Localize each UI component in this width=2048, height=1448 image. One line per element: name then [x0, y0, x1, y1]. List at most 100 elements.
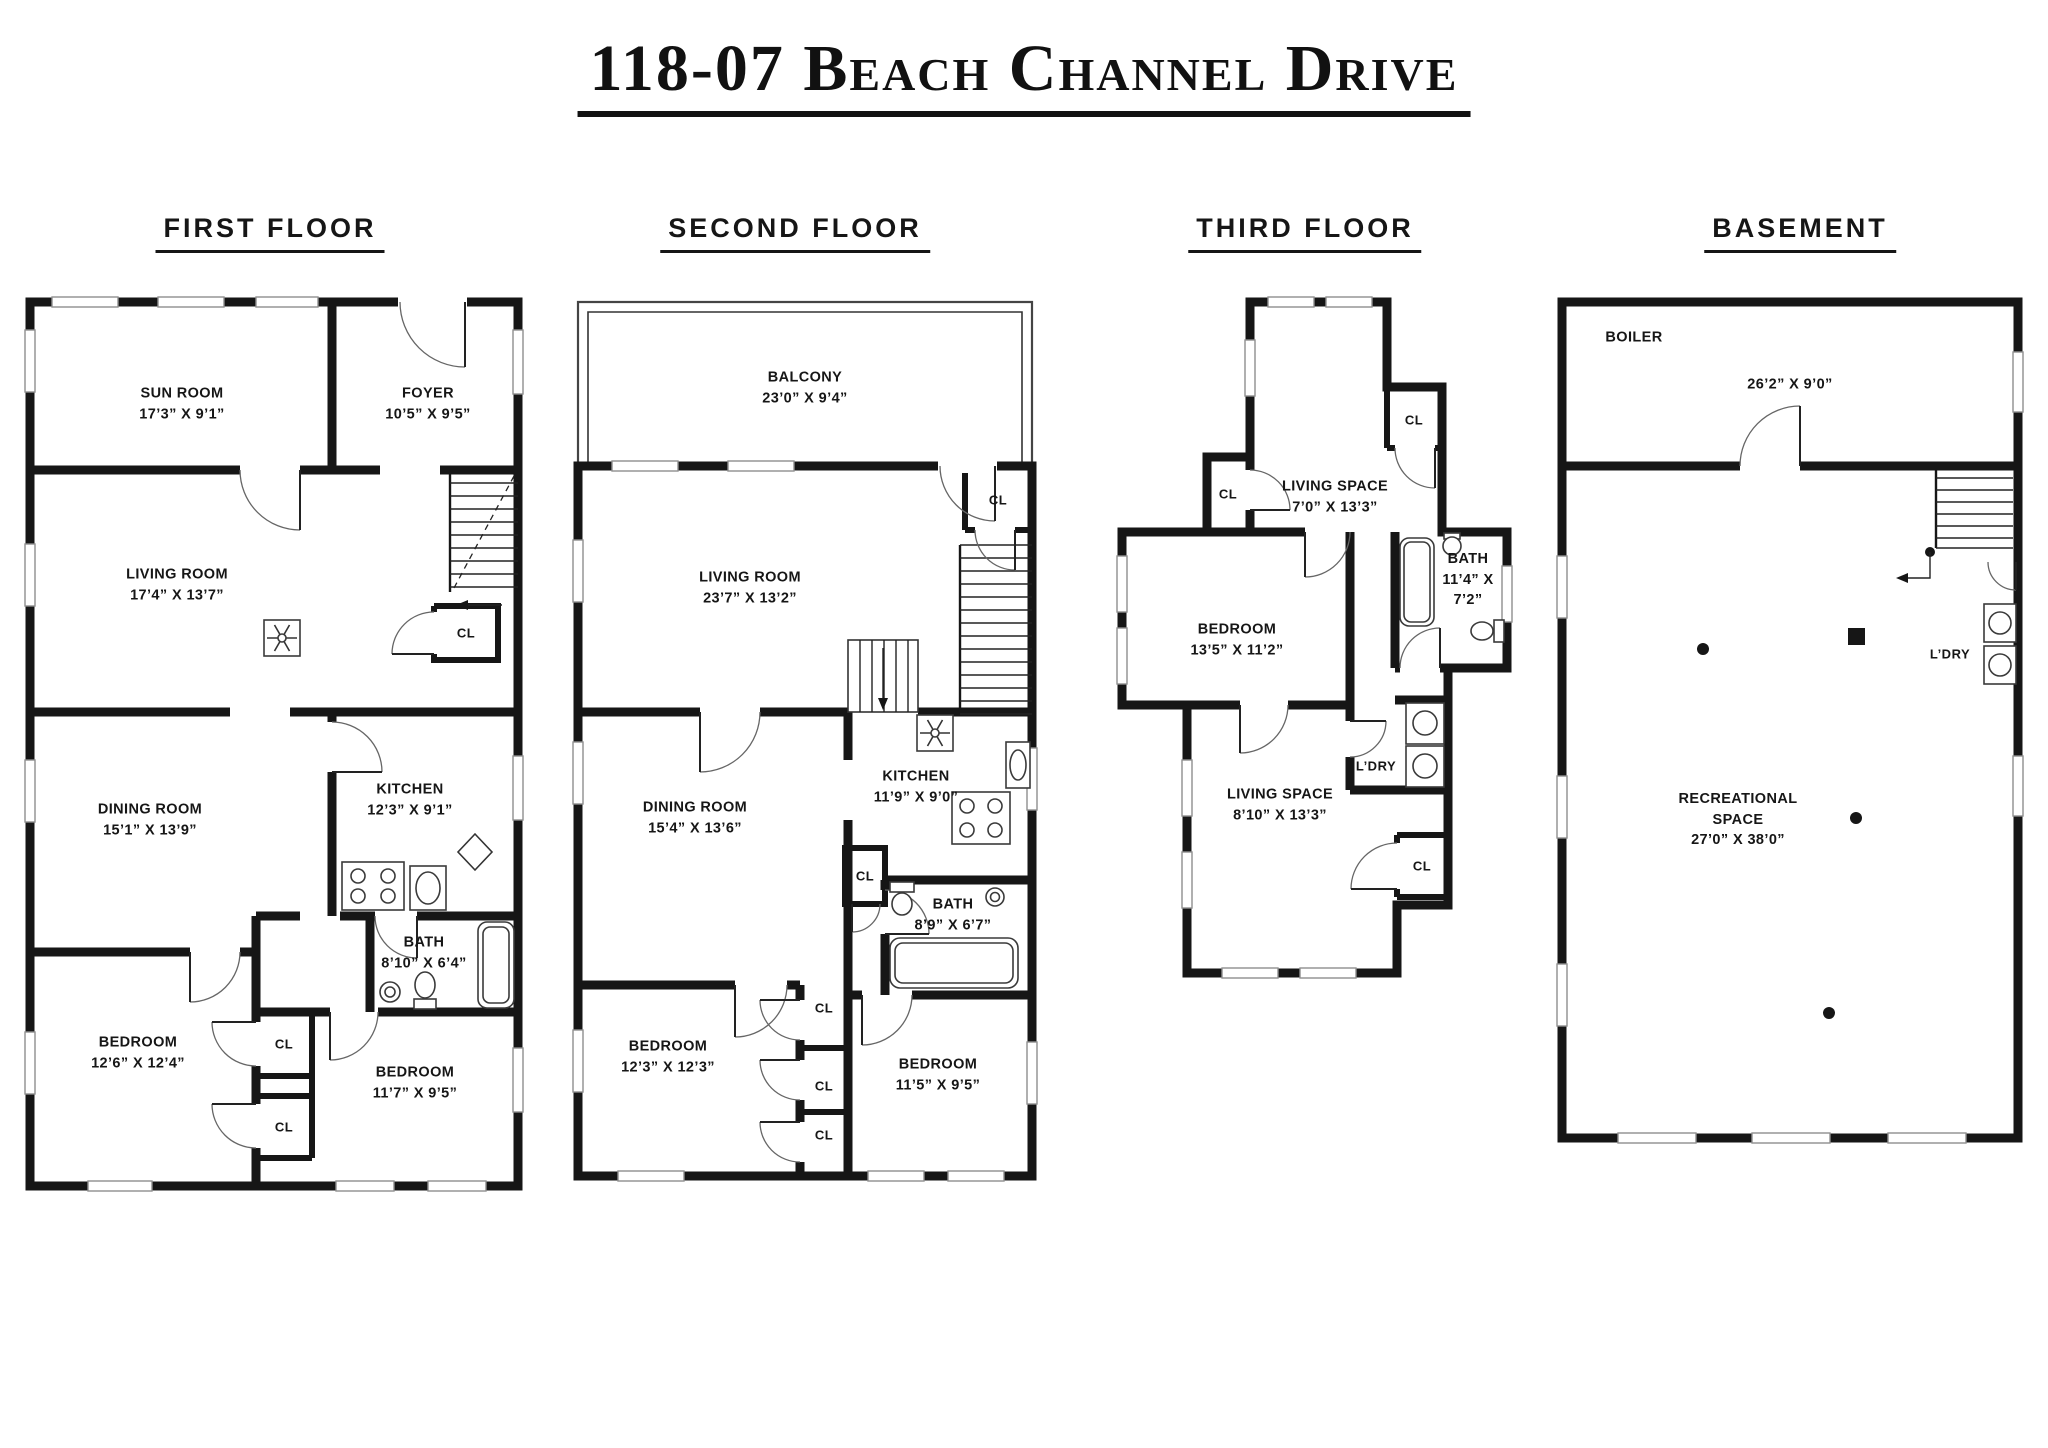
windows — [24, 296, 524, 1192]
laundry-label: L’DRY — [1355, 758, 1397, 774]
doors — [699, 459, 1016, 1163]
closet-label: CL — [274, 1036, 294, 1052]
room-label-balcony: BALCONY 23’0” X 9’4” — [705, 367, 905, 408]
room-label-bath-2: BATH 8’9” X 6’7” — [888, 894, 1018, 935]
room-label-dining-room-1: DINING ROOM 15’1” X 13’9” — [55, 799, 245, 840]
room-dims: 11’7” X 9’5” — [372, 1085, 458, 1101]
room-label-bedroom-left-2: BEDROOM 12’3” X 12’3” — [583, 1036, 753, 1077]
bathtub-icon — [889, 937, 1019, 989]
room-dims: 8’10” X 13’3” — [1233, 807, 1327, 823]
room-label-living-space-upper: LIVING SPACE 7’0” X 13’3” — [1250, 476, 1420, 517]
room-name: LIVING ROOM — [126, 566, 228, 583]
balcony-railing — [576, 300, 1034, 464]
room-label-bath-1: BATH 8’10” X 6’4” — [364, 932, 484, 973]
room-name: BATH — [1447, 551, 1489, 568]
room-name: DINING ROOM — [97, 801, 203, 818]
room-label-dining-room-2: DINING ROOM 15’4” X 13’6” — [600, 797, 790, 838]
room-dims: 17’4” X 13’7” — [130, 587, 224, 603]
bathtub-icon — [477, 921, 515, 1009]
room-label-kitchen-2: KITCHEN 11’9” X 9’0” — [841, 766, 991, 807]
room-name: RECREATIONAL SPACE — [1678, 791, 1798, 828]
room-label-kitchen-1: KITCHEN 12’3” X 9’1” — [335, 779, 485, 820]
kitchen-table-icon — [456, 832, 494, 872]
room-dims: 23’0” X 9’4” — [762, 390, 848, 406]
room-label-living-room-2: LIVING ROOM 23’7” X 13’2” — [650, 567, 850, 608]
room-dims: 11’4” X 7’2” — [1442, 571, 1494, 609]
walls — [573, 461, 1037, 1181]
bath-sink-icon — [379, 981, 401, 1003]
floor-label-first: FIRST FLOOR — [155, 213, 385, 253]
room-name: LIVING SPACE — [1281, 478, 1389, 495]
toilet-icon — [889, 881, 915, 916]
room-name: KITCHEN — [376, 781, 444, 798]
ceiling-fan-icon — [263, 619, 301, 657]
kitchen-sink-icon — [409, 865, 447, 911]
doors — [1239, 447, 1441, 890]
basement-plan — [1556, 297, 2024, 1144]
stairs-icon — [1896, 466, 2013, 583]
room-dims: 12’6” X 12’4” — [91, 1055, 185, 1071]
room-label-boiler-dims: 26’2” X 9’0” — [1705, 375, 1875, 396]
washer-dryer-icon — [1983, 603, 2017, 685]
room-dims: 26’2” X 9’0” — [1747, 376, 1833, 393]
room-label-sun-room: SUN ROOM 17’3” X 9’1” — [92, 383, 272, 424]
toilet-icon — [413, 971, 437, 1010]
room-dims: 8’9” X 6’7” — [914, 917, 992, 933]
third-floor-plan — [1116, 296, 1513, 979]
room-name: LIVING SPACE — [1226, 786, 1334, 803]
room-dims: 10’5” X 9’5” — [385, 406, 471, 422]
second-floor-plan — [572, 300, 1038, 1182]
stove-icon — [341, 861, 405, 911]
doors — [189, 296, 467, 1149]
room-dims: 12’3” X 9’1” — [367, 802, 453, 818]
kitchen-sink-icon — [1005, 741, 1031, 789]
windows — [1556, 351, 2024, 1144]
room-dims: 8’10” X 6’4” — [381, 955, 467, 971]
stove-icon — [951, 791, 1011, 845]
room-name: BALCONY — [767, 369, 843, 386]
bath-sink-icon — [985, 887, 1005, 907]
room-name: SUN ROOM — [140, 385, 224, 402]
room-label-bedroom-right-1: BEDROOM 11’7” X 9’5” — [330, 1062, 500, 1103]
room-dims: 15’1” X 13’9” — [103, 822, 197, 838]
room-dims: 7’0” X 13’3” — [1292, 499, 1378, 515]
bath-sink-icon — [1442, 532, 1462, 556]
room-label-bedroom-3: BEDROOM 13’5” X 11’2” — [1150, 619, 1325, 660]
room-label-bedroom-right-2: BEDROOM 11’5” X 9’5” — [853, 1054, 1023, 1095]
room-label-living-room-1: LIVING ROOM 17’4” X 13’7” — [82, 564, 272, 605]
windows — [1116, 296, 1513, 979]
stairs-icon — [847, 544, 1032, 715]
room-label-living-space-lower: LIVING SPACE 8’10” X 13’3” — [1193, 784, 1368, 825]
room-label-recreational-space: RECREATIONAL SPACE 27’0” X 38’0” — [1663, 789, 1813, 851]
room-name: BEDROOM — [375, 1064, 455, 1081]
room-name: BEDROOM — [628, 1038, 708, 1055]
stairs-icon — [448, 470, 518, 610]
room-dims: 23’7” X 13’2” — [703, 590, 797, 606]
closet-label: CL — [274, 1119, 294, 1135]
closet-label: CL — [1412, 858, 1432, 874]
closet-label: CL — [988, 492, 1008, 508]
room-dims: 11’5” X 9’5” — [895, 1077, 981, 1093]
ceiling-fan-icon — [916, 714, 954, 752]
room-dims: 17’3” X 9’1” — [139, 406, 225, 422]
bathtub-icon — [1399, 537, 1435, 627]
floor-label-basement: BASEMENT — [1704, 213, 1896, 253]
laundry-label: L’DRY — [1929, 646, 1971, 662]
walls — [25, 297, 523, 1191]
closet-label: CL — [814, 1000, 834, 1016]
first-floor-plan — [24, 296, 524, 1192]
closet-label: CL — [1404, 412, 1424, 428]
room-dims: 12’3” X 12’3” — [621, 1059, 715, 1075]
room-dims: 15’4” X 13’6” — [648, 820, 742, 836]
room-dims: 13’5” X 11’2” — [1190, 642, 1284, 658]
room-dims: 11’9” X 9’0” — [873, 789, 959, 805]
room-label-bedroom-left-1: BEDROOM 12’6” X 12’4” — [53, 1032, 223, 1073]
walls — [1557, 297, 2023, 1143]
room-name: BEDROOM — [1197, 621, 1277, 638]
room-name: BEDROOM — [898, 1056, 978, 1073]
room-name: DINING ROOM — [642, 799, 748, 816]
washer-dryer-icon — [1405, 702, 1445, 788]
closet-label: CL — [814, 1078, 834, 1094]
room-name: LIVING ROOM — [699, 569, 801, 586]
